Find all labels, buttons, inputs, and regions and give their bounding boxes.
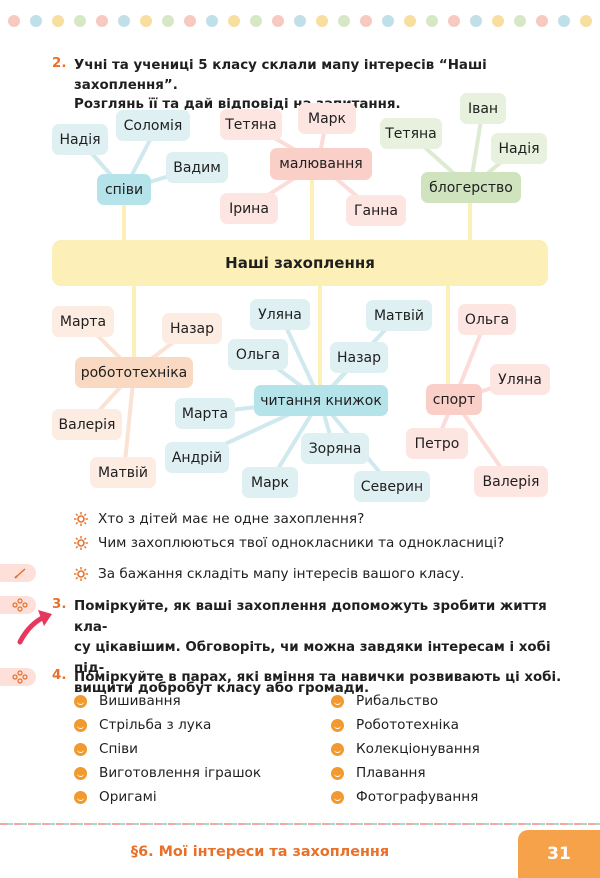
hobby-label: Стрільба з лука <box>99 717 212 733</box>
task3-line3: вищити добробут класу або громади. <box>74 681 370 696</box>
name-marta-robotics: Марта <box>52 306 114 337</box>
name-andrii: Андрій <box>165 442 229 473</box>
name-zoriana: Зоряна <box>301 433 369 464</box>
hobby-item: Рибальство <box>331 693 438 709</box>
smile-bullet-icon <box>331 718 344 732</box>
name-valeriia-sport: Валерія <box>474 466 548 497</box>
name-iryna: Ірина <box>220 193 278 224</box>
hobby-item: Колекціонування <box>331 741 480 757</box>
smile-bullet-icon <box>331 790 344 804</box>
hobby-label: Співи <box>99 741 139 757</box>
name-ivan: Іван <box>460 93 506 124</box>
name-mark-drawing: Марк <box>298 103 356 134</box>
name-nazar-reading: Назар <box>330 342 388 373</box>
pencil-tab <box>0 564 36 582</box>
name-severyn: Северин <box>354 471 430 502</box>
sun-bullet-icon <box>74 536 88 550</box>
name-tetiana-blogging: Тетяна <box>380 118 442 149</box>
task3-line1: Поміркуйте, як ваші захоплення допоможут… <box>74 599 547 635</box>
smile-bullet-icon <box>74 718 87 732</box>
smile-bullet-icon <box>331 766 344 780</box>
hobby-item: Стрільба з лука <box>74 717 211 733</box>
sun-bullet-icon <box>74 512 88 526</box>
hobby-label: Рибальство <box>356 693 439 709</box>
hobby-item: Вишивання <box>74 693 181 709</box>
name-uliana-sport: Уляна <box>490 364 550 395</box>
hobby-item: Співи <box>74 741 138 757</box>
hobby-item: Плавання <box>331 765 426 781</box>
hub-reading: читання книжок <box>254 385 388 416</box>
name-vadym: Вадим <box>166 152 228 183</box>
smile-bullet-icon <box>331 742 344 756</box>
hobby-item: Фотографування <box>331 789 478 805</box>
name-hanna: Ганна <box>346 195 406 226</box>
hobby-label: Колекціонування <box>356 741 480 757</box>
name-matvii-reading: Матвій <box>366 300 432 331</box>
task4-number: 4. <box>52 668 67 683</box>
question-1: Хто з дітей має не одне захоплення? <box>74 510 364 528</box>
hobby-label: Вишивання <box>99 693 181 709</box>
smile-bullet-icon <box>331 694 344 708</box>
hobby-item: Оригамі <box>74 789 157 805</box>
question-2-text: Чим захоплюються твої однокласники та од… <box>98 535 505 551</box>
question-2: Чим захоплюються твої однокласники та од… <box>74 534 504 552</box>
task3-text: Поміркуйте, як ваші захоплення допоможут… <box>74 597 574 700</box>
name-olha-reading: Ольга <box>228 339 288 370</box>
task2-number: 2. <box>52 56 67 71</box>
page-number: 31 <box>518 830 600 878</box>
name-uliana-reading: Уляна <box>250 299 310 330</box>
sun-bullet-icon <box>74 567 88 581</box>
task3-number: 3. <box>52 597 67 612</box>
name-matvii-robotics: Матвій <box>90 457 156 488</box>
smile-bullet-icon <box>74 790 87 804</box>
task2-line1: Учні та учениці 5 класу склали мапу інте… <box>74 58 487 93</box>
map-center: Наші захоплення <box>52 240 548 286</box>
smile-bullet-icon <box>74 766 87 780</box>
arrow-icon <box>17 610 52 645</box>
smile-bullet-icon <box>74 742 87 756</box>
task4-line1: Поміркуйте в парах, які вміння та навичк… <box>74 670 562 685</box>
hobby-label: Виготовлення іграшок <box>99 765 262 781</box>
name-nadiia-singing: Надія <box>52 124 108 155</box>
footer-divider <box>0 823 600 825</box>
discussion-tab <box>0 596 36 614</box>
top-dot-row <box>0 0 600 34</box>
pencil-icon <box>14 568 26 579</box>
pair-work-tab <box>0 668 36 686</box>
group-icon <box>12 598 28 612</box>
hobby-item: Виготовлення іграшок <box>74 765 261 781</box>
name-nazar-robotics: Назар <box>162 313 222 344</box>
name-tetiana-drawing: Тетяна <box>220 109 282 140</box>
question-3: За бажання складіть мапу інтересів вашог… <box>74 565 464 583</box>
chapter-title: §6. Мої інтереси та захоплення <box>130 844 390 860</box>
hobby-label: Робототехніка <box>356 717 459 733</box>
group-icon <box>12 670 28 684</box>
smile-bullet-icon <box>74 694 87 708</box>
name-valeriia-robotics: Валерія <box>52 409 122 440</box>
question-3-text: За бажання складіть мапу інтересів вашог… <box>98 566 465 582</box>
task3-line2: су цікавішим. Обговоріть, чи можна завдя… <box>74 640 551 676</box>
hobby-item: Робототехніка <box>331 717 459 733</box>
name-nadiia-blogging: Надія <box>491 133 547 164</box>
name-solomiia: Соломія <box>116 110 190 141</box>
name-petro: Петро <box>406 428 468 459</box>
name-marta-reading: Марта <box>175 398 235 429</box>
name-mark-reading: Марк <box>242 467 298 498</box>
hub-robotics: робототехніка <box>75 357 193 388</box>
hobby-label: Плавання <box>356 765 426 781</box>
hobby-label: Фотографування <box>356 789 479 805</box>
name-olha-sport: Ольга <box>458 304 516 335</box>
hobby-label: Оригамі <box>99 789 157 805</box>
hub-blogging: блогерство <box>421 172 521 203</box>
hub-singing: співи <box>97 174 151 205</box>
hub-drawing: малювання <box>270 148 372 180</box>
question-1-text: Хто з дітей має не одне захоплення? <box>98 511 365 527</box>
hub-sport: спорт <box>426 384 482 415</box>
